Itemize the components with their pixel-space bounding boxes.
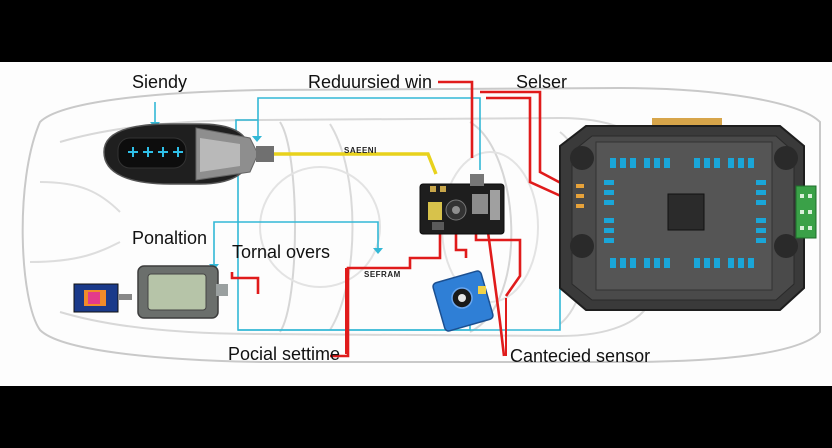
label-siendy: Siendy [132,72,188,92]
cyan-arrow-top [252,136,262,142]
wiring-diagram-svg [21,80,821,363]
yellow-wire-label: SAEENI [344,146,377,155]
ecu-green-terminals [800,194,812,230]
car-body [21,86,821,363]
label-cantecied-sensor: Cantecied sensor [510,346,651,366]
small-chip [73,283,132,313]
label-pocial-settime: Pocial settime [228,344,341,364]
label-selser: Selser [516,72,568,92]
blue-sensor-board [432,270,494,332]
label-reduursied-win: Reduursied win [308,72,433,92]
controller-board [419,174,505,235]
label-tornal-overs: Tornal overs [232,242,331,262]
label-ponaltion: Ponaltion [132,228,208,248]
handheld-device [103,123,274,185]
ecu-pin-rows [604,158,766,268]
label-leaders [345,268,507,356]
device-cross-icons [128,147,183,157]
red-wire-label: SEFRAM [364,270,401,279]
ecu-box [559,118,817,311]
cyan-arrow-mid [373,248,383,254]
yellow-wire [272,152,438,175]
red-wires [230,80,575,358]
display-module [137,265,228,319]
diagram-canvas: Siendy Reduursied win Selser Ponaltion T… [0,62,832,386]
